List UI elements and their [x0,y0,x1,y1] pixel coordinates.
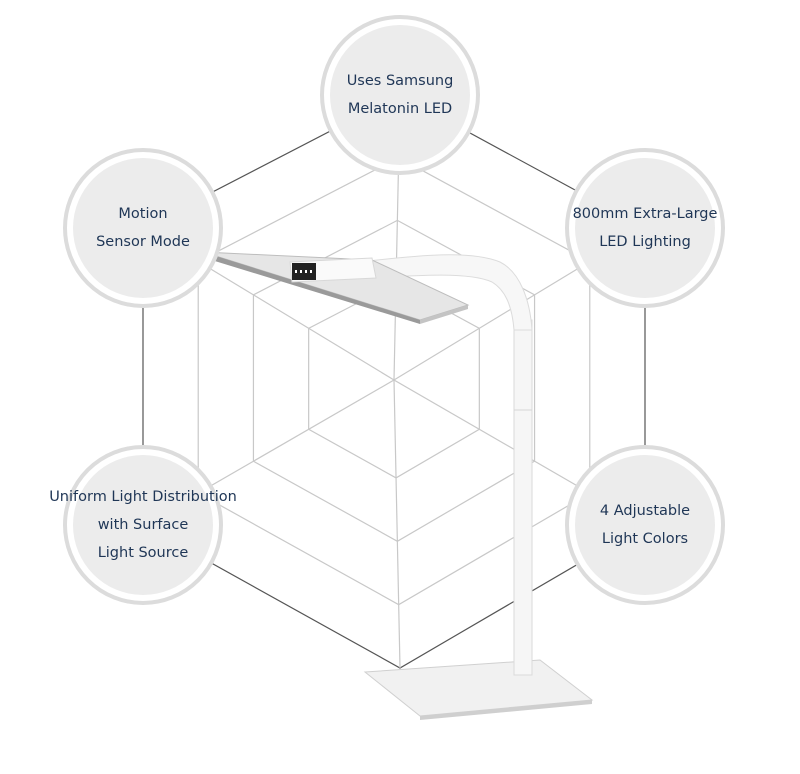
feature-adjustable-colors: 4 Adjustable Light Colors [565,445,725,605]
feature-text: Motion [118,206,168,222]
feature-text: 4 Adjustable [599,503,691,519]
feature-text: 800mm Extra-Large [572,206,718,222]
feature-motion-sensor: Motion Sensor Mode [63,148,223,308]
feature-text: with Surface [97,517,189,533]
feature-text: Light Source [97,545,189,561]
feature-text: Light Colors [601,531,689,547]
feature-extra-large-led: 800mm Extra-Large LED Lighting [565,148,725,308]
feature-text: Uniform Light Distribution [49,489,237,505]
feature-text: Melatonin LED [347,101,453,117]
feature-text: Sensor Mode [96,234,190,250]
web-spoke [393,379,401,669]
feature-text: Uses Samsung [346,73,454,89]
feature-uniform-light: Uniform Light Distribution with Surface … [49,445,237,605]
feature-text: LED Lighting [599,234,691,250]
feature-melatonin-led: Uses Samsung Melatonin LED [320,15,480,175]
